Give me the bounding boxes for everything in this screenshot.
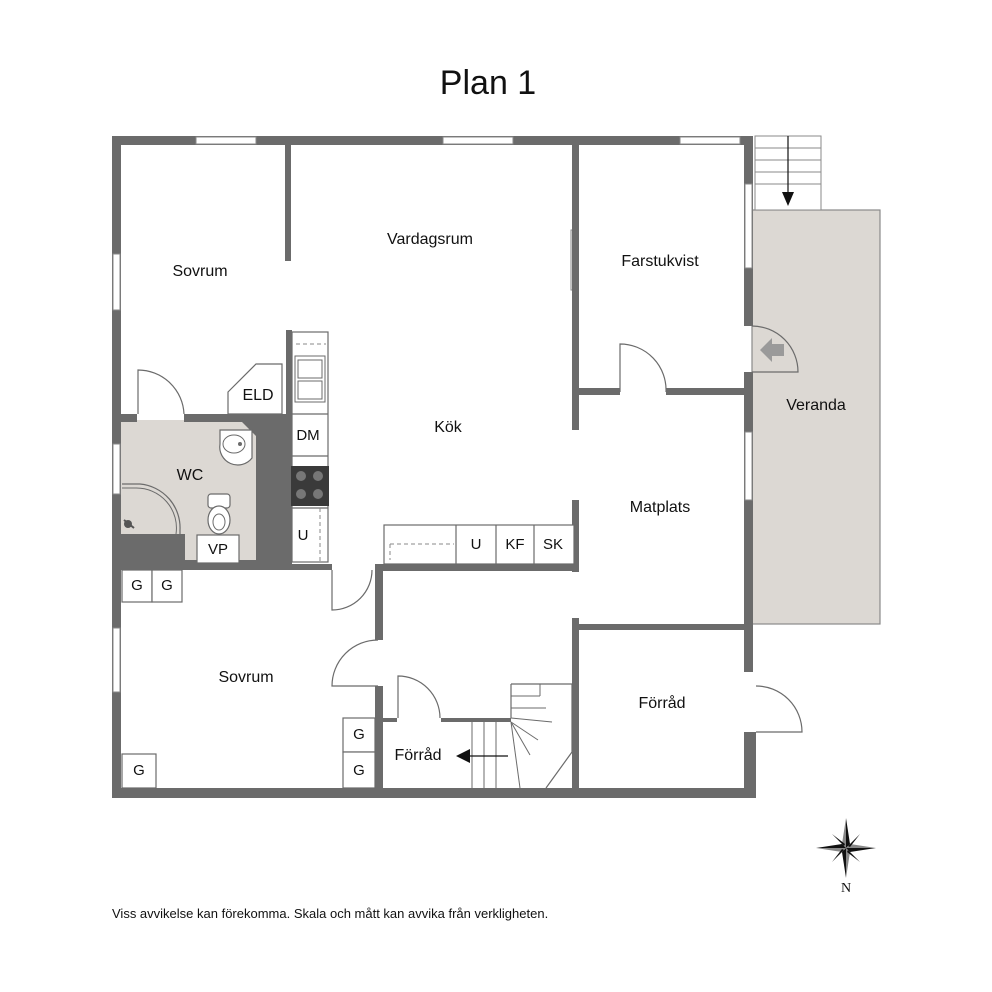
room-sovrum-bottom: Sovrum [218, 669, 273, 686]
room-wc: WC [177, 467, 204, 484]
room-forrad-small: Förråd [394, 746, 441, 764]
room-kok: Kök [434, 419, 463, 436]
wardrobe-g-4: G [353, 762, 365, 779]
plan-title: Plan 1 [440, 64, 536, 102]
staircase [456, 683, 573, 789]
interior-walls [121, 145, 752, 788]
wardrobe-g-5: G [133, 762, 145, 779]
kitchen-counter-bottom [383, 524, 575, 565]
fixture-u-left: U [298, 527, 309, 544]
room-sovrum-top: Sovrum [172, 263, 227, 280]
room-veranda: Veranda [786, 397, 846, 414]
fixture-u-counter: U [471, 536, 482, 553]
room-matplats: Matplats [630, 499, 690, 516]
compass-label: N [841, 881, 851, 896]
eld-label: ELD [242, 387, 273, 404]
disclaimer-text: Viss avvikelse kan förekomma. Skala och … [112, 906, 548, 921]
eld-cabinet [227, 363, 283, 415]
room-farstukvist: Farstukvist [621, 253, 699, 270]
room-vardagsrum: Vardagsrum [387, 231, 473, 248]
wardrobe-g-1: G [131, 577, 143, 594]
wc-fixtures [122, 429, 253, 535]
vp-box [196, 534, 240, 564]
fixture-kf: KF [505, 536, 524, 553]
wardrobe-g-2: G [161, 577, 173, 594]
fixture-dm: DM [296, 427, 319, 444]
fixture-vp: VP [208, 541, 228, 558]
room-forrad-right: Förråd [638, 694, 685, 712]
kitchen-counter-left [291, 331, 329, 563]
veranda-area [751, 135, 881, 625]
compass-rose-icon [816, 818, 876, 878]
wardrobe-g-3: G [353, 726, 365, 743]
fixture-sk: SK [543, 536, 563, 553]
doors [137, 325, 803, 733]
wardrobes [121, 569, 376, 789]
